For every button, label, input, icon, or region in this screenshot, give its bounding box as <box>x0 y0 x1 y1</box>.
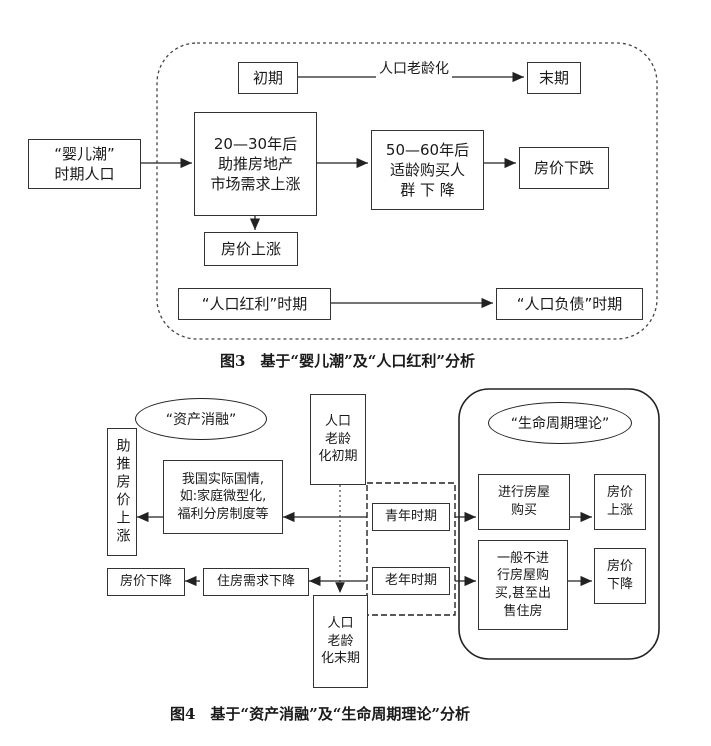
fig3-2030-label: 20—30年后 助推房地产 市场需求上涨 <box>210 134 301 194</box>
fig3-debt-box: “人口负债”时期 <box>496 288 643 320</box>
fig4-dashed-box <box>366 482 456 616</box>
fig4-elder-label: 老年时期 <box>384 573 437 589</box>
fig4-lifecycle-ellipse-label: “生命周期理论” <box>510 416 610 432</box>
fig4-caption: 图4 基于“资产消融”及“生命周期理论”分析 <box>170 705 470 723</box>
fig4-price-rise-box: 房价 上涨 <box>594 474 646 530</box>
fig3-price-down-label: 房价下跌 <box>533 158 594 177</box>
fig3-start-box: 初期 <box>238 62 298 94</box>
fig3-end-box: 末期 <box>527 62 581 94</box>
fig4-youth-box: 青年时期 <box>372 503 450 531</box>
fig4-aging-start-label: 人口 老龄 化初期 <box>318 414 358 465</box>
fig3-price-up-box: 房价上涨 <box>204 232 298 266</box>
fig4-elder-box: 老年时期 <box>372 567 450 595</box>
fig3-5060-box: 50—60年后 适龄购买人 群 下 降 <box>371 130 484 210</box>
fig3-aging-label: 人口老龄化 <box>376 58 452 78</box>
fig4-asset-ellipse: “资产消融” <box>135 398 267 440</box>
fig4-aging-end-box: 人口 老龄 化末期 <box>313 595 368 688</box>
fig4-lifecycle-ellipse: “生命周期理论” <box>488 402 632 444</box>
fig3-2030-box: 20—30年后 助推房地产 市场需求上涨 <box>194 112 317 216</box>
fig4-no-buy-label: 一般不进 行房屋购 买,甚至出 售住房 <box>494 550 552 619</box>
fig4-no-buy-box: 一般不进 行房屋购 买,甚至出 售住房 <box>478 540 568 630</box>
fig3-dividend-label: “人口红利”时期 <box>201 294 308 313</box>
fig3-end-label: 末期 <box>538 68 569 87</box>
fig3-start-label: 初期 <box>252 68 283 87</box>
fig4-asset-ellipse-label: “资产消融” <box>165 412 237 428</box>
fig3-5060-label: 50—60年后 适龄购买人 群 下 降 <box>385 140 470 200</box>
fig4-price-fall-box: 房价 下降 <box>594 548 646 604</box>
fig4-demand-down-box: 住房需求下降 <box>203 568 309 596</box>
fig4-buy-house-label: 进行房屋 购买 <box>497 485 550 518</box>
fig4-aging-end-label: 人口 老龄 化末期 <box>320 616 360 667</box>
fig3-babyboom-box: “婴儿潮” 时期人口 <box>28 139 141 189</box>
fig3-price-up-label: 房价上涨 <box>220 239 281 258</box>
fig4-national-label: 我国实际国情, 如:家庭微型化, 福利分房制度等 <box>177 471 269 522</box>
fig4-price-down-left-box: 房价下降 <box>107 568 185 596</box>
fig3-caption: 图3 基于“婴儿潮”及“人口红利”分析 <box>220 352 475 370</box>
fig4-demand-down-label: 住房需求下降 <box>216 574 295 590</box>
fig4-boost-price-label: 助推房价上涨 <box>114 438 131 546</box>
fig4-national-box: 我国实际国情, 如:家庭微型化, 福利分房制度等 <box>163 460 283 534</box>
fig3-dividend-box: “人口红利”时期 <box>178 288 331 320</box>
fig4-youth-label: 青年时期 <box>384 509 437 525</box>
fig3-babyboom-label: “婴儿潮” 时期人口 <box>54 144 115 183</box>
fig4-price-down-left-label: 房价下降 <box>119 574 172 590</box>
fig4-aging-start-box: 人口 老龄 化初期 <box>310 394 366 485</box>
fig3-dashed-frame <box>156 42 658 340</box>
fig4-price-rise-label: 房价 上涨 <box>606 485 633 518</box>
fig4-lifecycle-frame <box>458 388 660 660</box>
fig4-buy-house-box: 进行房屋 购买 <box>478 474 570 530</box>
fig4-boost-price-box: 助推房价上涨 <box>107 428 137 556</box>
fig4-price-fall-label: 房价 下降 <box>606 559 633 592</box>
fig3-debt-label: “人口负债”时期 <box>516 294 623 313</box>
fig3-price-down-box: 房价下跌 <box>519 147 609 189</box>
